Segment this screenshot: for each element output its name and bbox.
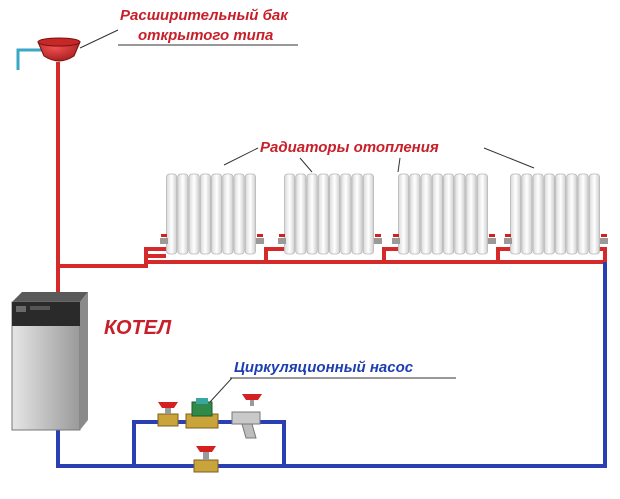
- supply-branch-2: [266, 247, 398, 264]
- supply-main-seg: [144, 247, 166, 256]
- radiator-icon: [160, 173, 264, 255]
- radiator-section: [420, 173, 432, 255]
- radiator-section: [555, 173, 567, 255]
- radiator-section: [244, 173, 256, 255]
- radiator-section: [398, 173, 410, 255]
- radiator-section: [222, 173, 234, 255]
- radiator-valve: [160, 238, 168, 244]
- radiator-valve-handle: [375, 234, 381, 237]
- radiator-valve-handle: [161, 234, 167, 237]
- radiator-section: [454, 173, 466, 255]
- radiator-section: [199, 173, 211, 255]
- radiator-valve: [374, 238, 382, 244]
- radiator-section: [532, 173, 544, 255]
- radiator-leader-1: [223, 147, 259, 166]
- tank-overflow-pipe: [16, 48, 42, 70]
- radiator-section: [211, 173, 223, 255]
- radiator-section: [362, 173, 374, 255]
- radiator-icon: [278, 173, 382, 255]
- radiator-valve: [504, 238, 512, 244]
- radiator-section: [329, 173, 341, 255]
- ball-valve-icon: [157, 402, 179, 427]
- radiator-section: [566, 173, 578, 255]
- expansion-tank-icon: [37, 37, 81, 62]
- radiator-section: [351, 173, 363, 255]
- radiator-section: [443, 173, 455, 255]
- radiator-valve-handle: [257, 234, 263, 237]
- radiator-section: [340, 173, 352, 255]
- radiator-section: [166, 173, 178, 255]
- supply-branch-3: [384, 247, 510, 264]
- pump-label: Циркуляционный насос: [234, 359, 414, 376]
- radiator-leader-3: [397, 157, 401, 173]
- radiators-group: [160, 173, 608, 255]
- return-riser: [56, 262, 607, 468]
- radiator-valve-handle: [393, 234, 399, 237]
- radiator-leader-2: [299, 157, 313, 173]
- radiator-section: [177, 173, 189, 255]
- radiator-icon: [392, 173, 496, 255]
- supply-branch-1: [146, 247, 284, 264]
- radiator-section: [476, 173, 488, 255]
- radiator-section: [409, 173, 421, 255]
- radiator-valve: [600, 238, 608, 244]
- radiator-section: [510, 173, 522, 255]
- pump-leader-line: [209, 377, 233, 403]
- radiator-section: [306, 173, 318, 255]
- tank-label-line2: открытого типа: [138, 27, 273, 44]
- radiator-section: [431, 173, 443, 255]
- circulation-pump-icon: [185, 398, 219, 429]
- radiator-section: [295, 173, 307, 255]
- radiator-leader-4: [483, 147, 535, 169]
- boiler-icon: [11, 292, 88, 431]
- radiator-icon: [504, 173, 608, 255]
- strainer-filter-icon: [231, 411, 261, 439]
- radiator-section: [521, 173, 533, 255]
- radiator-valve-handle: [279, 234, 285, 237]
- radiator-section: [233, 173, 245, 255]
- bypass-ball-valve-icon: [193, 446, 219, 473]
- radiator-section: [188, 173, 200, 255]
- radiator-valve: [488, 238, 496, 244]
- radiator-section: [543, 173, 555, 255]
- radiator-section: [588, 173, 600, 255]
- radiator-valve-handle: [489, 234, 495, 237]
- radiator-valve: [256, 238, 264, 244]
- supply-pipes: [16, 48, 607, 298]
- radiators-label: Радиаторы отопления: [260, 139, 439, 156]
- radiator-valve-handle: [601, 234, 607, 237]
- ball-valve-icon-2: [242, 394, 262, 406]
- radiator-valve-handle: [505, 234, 511, 237]
- radiator-valve: [392, 238, 400, 244]
- boiler-label: КОТЕЛ: [104, 317, 172, 339]
- tank-leader-line: [79, 29, 119, 49]
- radiator-section: [577, 173, 589, 255]
- radiator-section: [317, 173, 329, 255]
- tank-label-line1: Расширительный бак: [120, 7, 289, 24]
- radiator-section: [465, 173, 477, 255]
- radiator-valve: [278, 238, 286, 244]
- radiator-section: [284, 173, 296, 255]
